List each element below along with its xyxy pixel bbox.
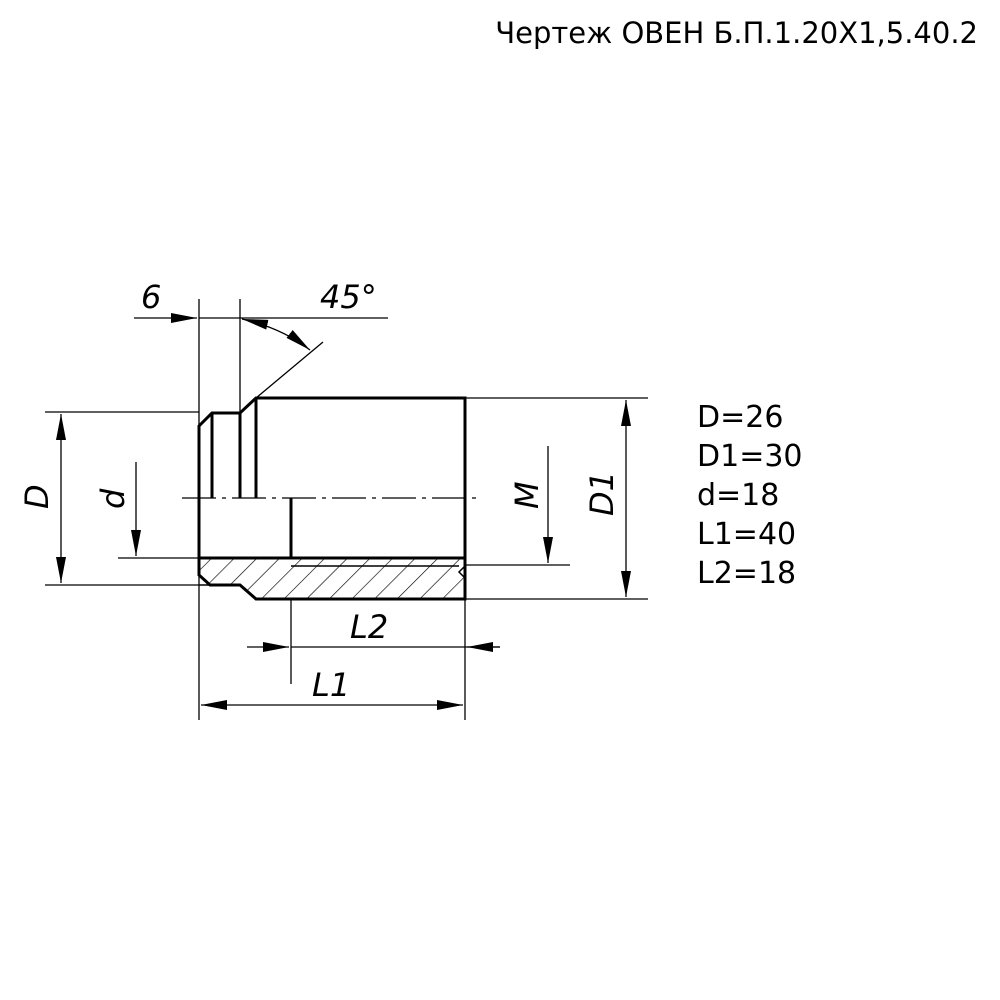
parameter-item: L1=40 <box>697 517 797 552</box>
parameter-item: d=18 <box>697 478 780 513</box>
parameter-item: L2=18 <box>697 556 797 591</box>
angle-arc <box>241 318 311 351</box>
chamfer-angle-label: 45° <box>320 278 377 316</box>
parameter-item: D=26 <box>697 400 784 435</box>
drawing-title: Чертеж ОВЕН Б.П.1.20Х1,5.40.2 <box>495 16 978 50</box>
inner-diameter-label: d <box>94 488 132 509</box>
total-length-label: L1 <box>312 666 350 704</box>
chamfer-width-label: 6 <box>141 278 161 316</box>
section-hatching <box>199 558 465 599</box>
thread-length-label: L2 <box>350 608 388 646</box>
extension-lines <box>45 299 648 720</box>
parameter-list: D=26 D1=30 d=18 L1=40 L2=18 <box>697 398 803 593</box>
outer-diameter-label: D <box>18 484 56 509</box>
thread-label: M <box>508 481 546 509</box>
flange-diameter-label: D1 <box>583 471 621 516</box>
thread-lines <box>199 565 466 586</box>
parameter-item: D1=30 <box>697 439 803 474</box>
dimension-lines <box>56 313 631 710</box>
